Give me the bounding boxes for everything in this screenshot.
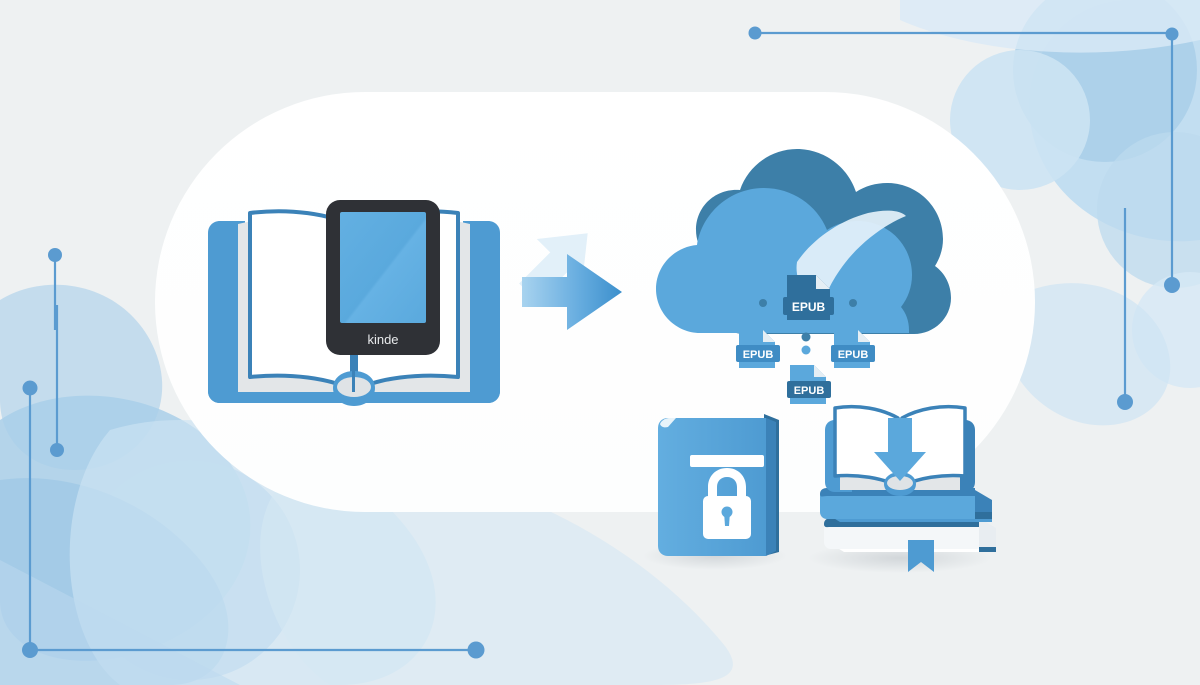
node-dot	[1165, 27, 1179, 41]
epub-file-label: EPUB	[792, 300, 826, 314]
decor-nodes	[22, 26, 1180, 659]
epub-file-icon: EPUB	[736, 330, 780, 368]
epub-file-label: EPUB	[743, 349, 774, 361]
cloud-dot	[801, 345, 811, 355]
epub-file-label: EPUB	[794, 385, 825, 397]
node-dot	[50, 443, 64, 457]
cloud-dot	[849, 299, 857, 307]
kindle-device: kinde	[326, 200, 440, 355]
node-dot	[22, 642, 38, 658]
node-dot	[48, 248, 62, 262]
cloud-dot	[801, 332, 811, 342]
padlock-icon	[703, 468, 751, 539]
node-dot	[22, 380, 38, 396]
book-title-bar	[690, 455, 764, 467]
epub-file-icon: EPUB	[783, 275, 834, 320]
cloud-dot	[759, 299, 767, 307]
epub-file-icon: EPUB	[831, 330, 875, 368]
node-dot	[748, 26, 762, 40]
epub-file-label: EPUB	[838, 349, 869, 361]
node-dot	[1117, 394, 1133, 410]
decor-blobs-top-right	[900, 0, 1200, 426]
epub-file-icon: EPUB	[787, 365, 831, 404]
epub-cloud	[656, 149, 951, 355]
convert-arrow	[519, 233, 622, 330]
download-book-stack	[808, 404, 996, 573]
locked-book	[643, 414, 787, 570]
decor-connector-lines	[28, 31, 1174, 652]
arrow-icon	[522, 254, 622, 330]
kindle-brand-label: kinde	[367, 332, 398, 347]
bookmark-icon	[908, 540, 934, 572]
node-dot	[467, 641, 485, 659]
node-dot	[1164, 277, 1180, 293]
download-arrow-icon	[874, 418, 926, 481]
